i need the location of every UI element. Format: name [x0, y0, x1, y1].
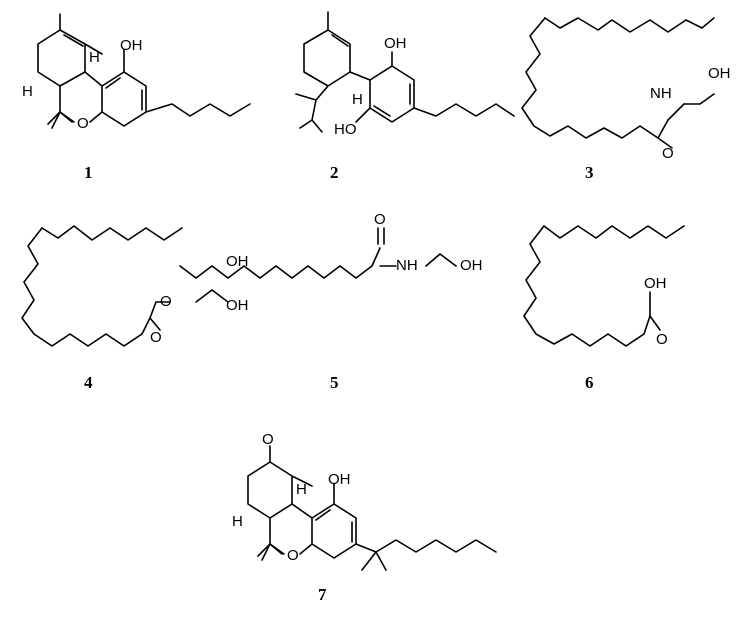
- compound-1-structure: [37, 13, 251, 129]
- compound-5-amine-label: NH: [396, 257, 418, 274]
- compound-1-hydrogen-label-a: H: [89, 49, 100, 66]
- compound-5-carbonyl-label: O: [374, 211, 386, 228]
- compound-6-number: 6: [585, 373, 594, 392]
- compound-7-hydrogen-label-a: H: [296, 481, 307, 498]
- compound-7-hydrogen-label-b: H: [232, 513, 243, 530]
- compound-3-hydroxyl-label: OH: [708, 65, 731, 82]
- compound-3-number: 3: [585, 163, 594, 182]
- compound-7-number: 7: [318, 585, 327, 604]
- compound-4-carbonyl-label: O: [150, 329, 162, 346]
- compound-2-hydroxyl-label-a: OH: [384, 35, 407, 52]
- compound-3-amine-label: NH: [650, 85, 672, 102]
- compound-4-ester-oxygen-label: O: [160, 293, 172, 310]
- compound-1-hydroxyl-label: OH: [120, 37, 143, 54]
- compound-4-hydroxyl-label-a: OH: [226, 253, 249, 270]
- compound-5-number: 5: [330, 373, 339, 392]
- compound-5-structure: [179, 227, 457, 279]
- compound-7-ether-oxygen-label: O: [287, 547, 299, 564]
- compound-7-hydroxyl-label: OH: [328, 471, 351, 488]
- compound-2-number: 2: [330, 163, 339, 182]
- compound-1-oxygen-label: O: [77, 115, 89, 132]
- compound-6-hydroxyl-label: OH: [644, 275, 667, 292]
- compound-5-hydroxyl-label: OH: [460, 257, 483, 274]
- compound-2-hydroxyl-label-b: HO: [334, 121, 357, 138]
- compound-2-structure: [295, 11, 515, 133]
- compound-6-carbonyl-label: O: [656, 331, 668, 348]
- compound-1-hydrogen-label-b: H: [22, 83, 33, 100]
- compound-2-hydrogen-label: H: [352, 91, 363, 108]
- compound-3-structure: [521, 17, 715, 149]
- compound-4-structure: [21, 225, 229, 347]
- compound-7-ketone-oxygen-label: O: [262, 431, 274, 448]
- compound-1-number: 1: [84, 163, 93, 182]
- compound-7-structure: [247, 445, 497, 571]
- compound-4-number: 4: [84, 373, 93, 392]
- compound-6-structure: [523, 225, 685, 347]
- compound-3-carbonyl-label: O: [662, 145, 674, 162]
- compound-4-hydroxyl-label-b: OH: [226, 297, 249, 314]
